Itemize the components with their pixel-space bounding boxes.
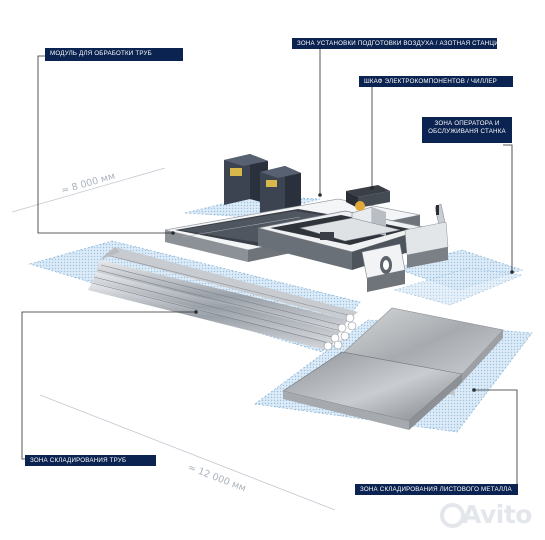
compressor-units xyxy=(224,154,301,217)
watermark: Avito xyxy=(462,500,532,529)
right-side-zone xyxy=(393,267,524,306)
leader-sheet-storage xyxy=(474,389,518,486)
operator-zone-line-1: ЗОНА ОПЕРАТОРА И xyxy=(434,120,500,127)
leader-lines xyxy=(21,48,518,486)
label-tube-module: МОДУЛЬ ДЛЯ ОБРАБОТКИ ТРУБ xyxy=(45,48,183,61)
tube-bundle xyxy=(88,247,358,351)
label-sheet-storage: ЗОНА СКЛАДИРОВАНИЯ ЛИСТОВОГО МЕТАЛЛА xyxy=(355,484,518,495)
operator-zone-line-2: ОБСЛУЖИВАНЯ СТАНКА xyxy=(428,127,506,135)
leader-tube-module xyxy=(37,55,173,234)
depth-dimension-line xyxy=(11,167,166,213)
laser-machine xyxy=(164,185,449,292)
sheet-stacks xyxy=(282,307,504,430)
leader-operator xyxy=(503,144,513,272)
label-tube-storage: ЗОНА СКЛАДИРОВАНИЯ ТРУБ xyxy=(25,455,156,466)
length-dimension-line xyxy=(39,394,336,511)
avito-logo-icon xyxy=(440,503,465,528)
label-air-station: ЗОНА УСТАНОВКИ ПОДГОТОВКИ ВОЗДУХА / АЗОТ… xyxy=(292,38,503,49)
leader-tube-storage xyxy=(21,311,196,460)
label-electrical-cabinet: ШКАФ ЭЛЕКТРОКОМПОНЕНТОВ / ЧИЛЛЕР xyxy=(359,76,513,87)
label-operator-zone: ЗОНА ОПЕРАТОРА И ОБСЛУЖИВАНЯ СТАНКА xyxy=(422,117,512,143)
